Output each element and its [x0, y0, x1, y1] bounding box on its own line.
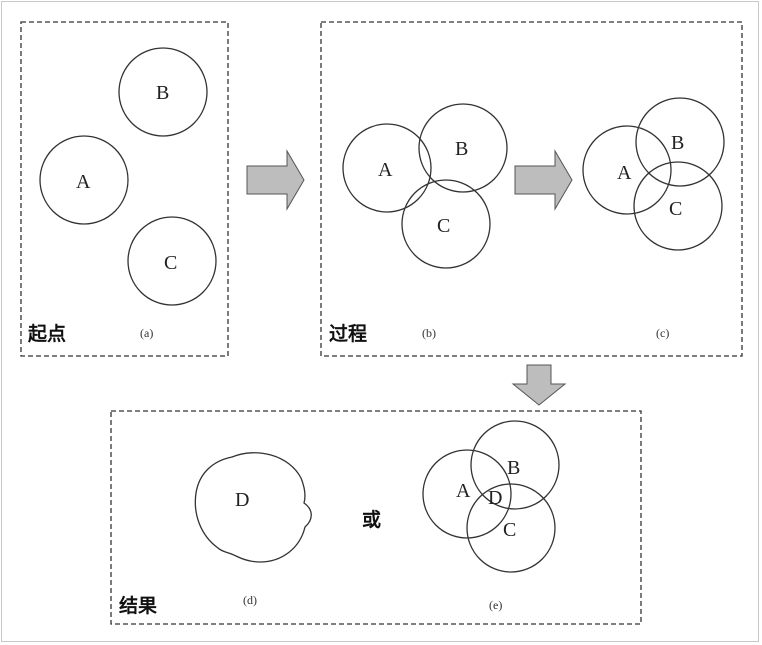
label-c-result: C — [503, 519, 516, 541]
circle-b-process-b — [418, 103, 508, 193]
circle-b-start — [118, 47, 208, 137]
label-a-process-b: A — [378, 159, 393, 181]
caption-b: (b) — [422, 326, 436, 340]
panel-process-title: 过程 — [329, 323, 367, 345]
label-a-process-c: A — [617, 162, 632, 184]
circle-a-process-c — [582, 125, 672, 215]
label-c-process-c: C — [669, 198, 682, 220]
arrow-right-2 — [514, 149, 573, 211]
circle-a-process-b — [342, 123, 432, 213]
merged-shape-d — [194, 452, 312, 563]
label-c-start: C — [164, 252, 177, 274]
circle-c-result — [466, 483, 556, 573]
caption-a: (a) — [140, 326, 153, 340]
circle-a-start — [39, 135, 129, 225]
label-b-process-b: B — [455, 138, 468, 160]
label-d-result: D — [488, 487, 502, 509]
label-d-merged: D — [235, 489, 249, 511]
caption-e: (e) — [489, 598, 502, 612]
caption-d: (d) — [243, 593, 257, 607]
label-a-result: A — [456, 480, 471, 502]
label-b-result: B — [507, 457, 520, 479]
label-c-process-b: C — [437, 215, 450, 237]
circle-c-process-c — [633, 161, 723, 251]
or-text: 或 — [362, 508, 381, 531]
caption-c: (c) — [656, 326, 669, 340]
panel-start-box — [20, 21, 229, 357]
panel-start-title: 起点 — [27, 323, 66, 345]
circle-b-result — [470, 420, 560, 510]
label-b-start: B — [156, 82, 169, 104]
circle-a-result — [422, 449, 512, 539]
panel-process-box — [320, 21, 743, 357]
label-a-start: A — [76, 171, 91, 193]
panel-result-title: 结果 — [119, 594, 157, 617]
circle-b-process-c — [635, 97, 725, 187]
label-b-process-c: B — [671, 132, 684, 154]
circle-c-start — [127, 216, 217, 306]
arrow-right-1 — [246, 149, 305, 211]
arrow-down — [511, 364, 567, 406]
circle-c-process-b — [401, 179, 491, 269]
panel-result-box — [110, 410, 642, 625]
